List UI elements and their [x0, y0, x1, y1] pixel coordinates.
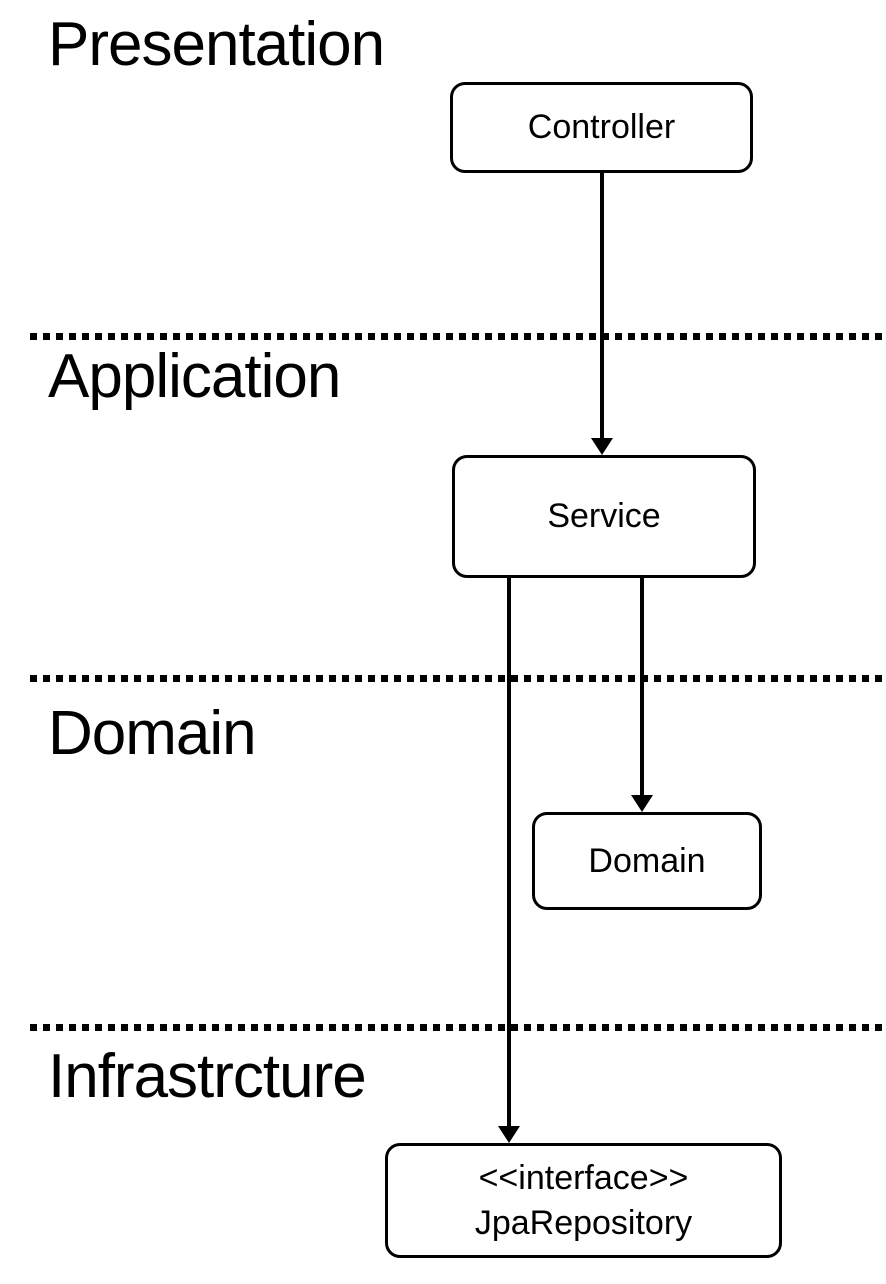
- layer-divider-domain-infrastructure: [30, 1024, 886, 1031]
- arrow-controller-to-service-arrowhead-icon: [591, 438, 613, 455]
- arrow-service-to-domain-line: [640, 574, 644, 796]
- layer-divider-application-domain: [30, 675, 886, 682]
- arrow-service-to-jparepository-line: [507, 570, 511, 1127]
- node-domain: Domain: [532, 812, 762, 910]
- node-jparepository: <<interface>> JpaRepository: [385, 1143, 782, 1258]
- node-service: Service: [452, 455, 756, 578]
- node-domain-label: Domain: [588, 841, 706, 880]
- node-controller: Controller: [450, 82, 753, 173]
- layer-label-infrastructure: Infrastrcture: [48, 1042, 367, 1111]
- layer-divider-presentation-application: [30, 333, 886, 340]
- arrow-controller-to-service-line: [600, 173, 604, 439]
- layer-label-application: Application: [48, 342, 341, 411]
- node-service-label: Service: [547, 497, 661, 536]
- node-jparepository-stereotype: <<interface>>: [478, 1159, 689, 1198]
- node-jparepository-label: JpaRepository: [474, 1203, 693, 1242]
- layer-label-domain: Domain: [48, 699, 257, 768]
- node-controller-label: Controller: [527, 108, 676, 147]
- arrow-service-to-domain-arrowhead-icon: [631, 795, 653, 812]
- arrow-service-to-jparepository-arrowhead-icon: [498, 1126, 520, 1143]
- layer-label-presentation: Presentation: [48, 10, 385, 79]
